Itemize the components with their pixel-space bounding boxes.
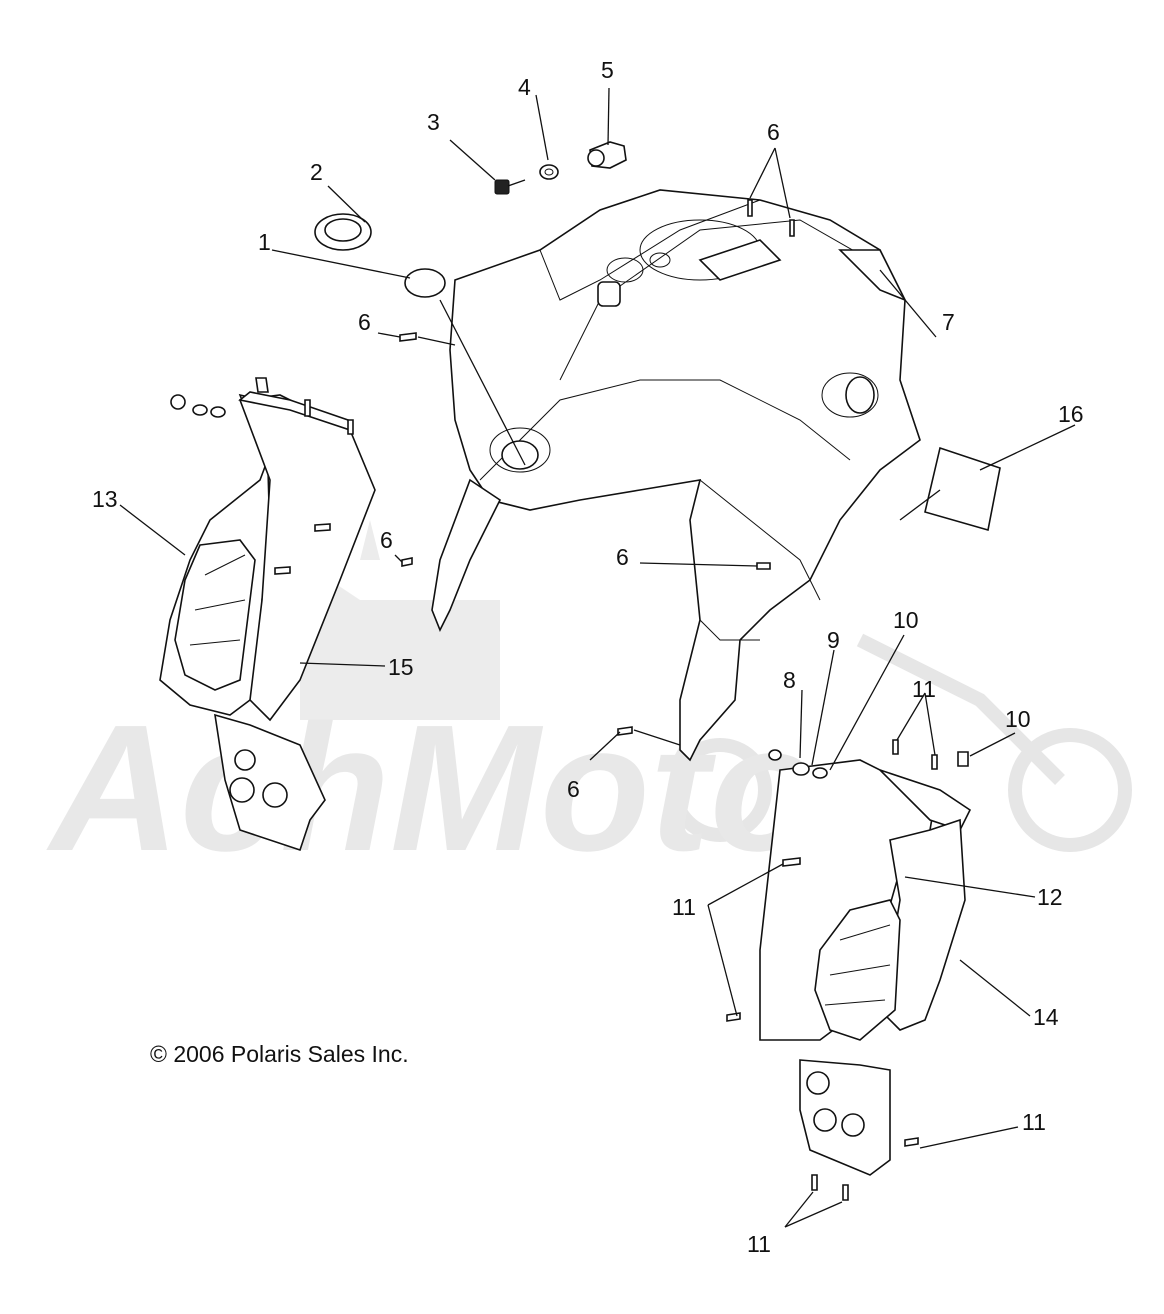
right-hardware	[726, 739, 969, 1201]
callout-2: 2	[310, 159, 323, 185]
callout-5: 5	[601, 57, 614, 83]
callout-11-right: 11	[1022, 1109, 1046, 1135]
callout-3: 3	[427, 109, 440, 135]
callout-7: 7	[942, 309, 955, 335]
callout-6-bottom: 6	[567, 776, 580, 802]
callout-12: 12	[1037, 884, 1063, 910]
callout-1: 1	[258, 229, 271, 255]
screws-part-6	[399, 199, 795, 736]
callout-9: 9	[827, 627, 840, 653]
callout-11-left: 11	[672, 894, 696, 920]
callout-6-left: 6	[358, 309, 371, 335]
callout-13: 13	[92, 486, 118, 512]
left-heel-plate	[214, 713, 326, 852]
right-side-panel-part-14	[814, 818, 966, 1041]
callout-16: 16	[1058, 401, 1084, 427]
callout-11-upper: 11	[912, 676, 936, 702]
right-heel-plate	[799, 1059, 891, 1176]
callout-labels: 1 2 3 4 5 6 6 6 6 6 7 8 9 10 10 11 11 11…	[92, 57, 1084, 1257]
left-backing-plate-part-15	[238, 391, 376, 722]
watermark-church-icon	[300, 520, 500, 720]
decal-part-16	[924, 446, 1001, 532]
leader-lines	[119, 87, 1076, 1228]
callout-15: 15	[388, 654, 414, 680]
callout-6-top: 6	[767, 119, 780, 145]
callout-6-center: 6	[616, 544, 629, 570]
left-hardware	[170, 377, 354, 575]
key-part-3	[494, 179, 526, 195]
callout-11-bottom: 11	[747, 1231, 771, 1257]
callout-10-upper: 10	[893, 607, 919, 633]
callout-14: 14	[1033, 1004, 1059, 1030]
watermark-motorcycle-icon	[668, 633, 1132, 852]
copyright-text: © 2006 Polaris Sales Inc.	[150, 1041, 409, 1067]
filler-ring-part-2	[314, 213, 372, 251]
switch-part-5	[587, 141, 627, 169]
nut-part-4	[539, 164, 559, 180]
callout-10-right: 10	[1005, 706, 1031, 732]
hood-left-leg	[431, 478, 502, 632]
callout-8: 8	[783, 667, 796, 693]
o-ring-part-1	[404, 268, 446, 298]
callout-4: 4	[518, 74, 531, 100]
hood-part	[449, 189, 921, 762]
callout-6-lower-left: 6	[380, 527, 393, 553]
